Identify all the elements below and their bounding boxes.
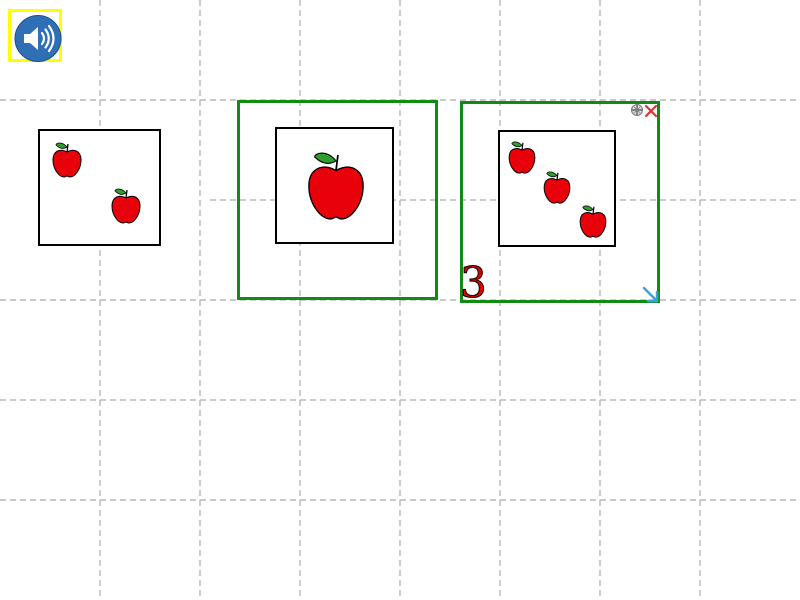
apple-icon — [543, 171, 571, 204]
card-2-selection[interactable] — [237, 100, 438, 300]
resize-arrow-icon[interactable] — [641, 285, 661, 305]
card-1-picture[interactable] — [38, 129, 161, 246]
speaker-icon — [14, 15, 62, 62]
apple-icon — [308, 152, 364, 220]
card-3-picture[interactable] — [498, 130, 616, 247]
apple-icon — [508, 141, 536, 174]
close-icon[interactable] — [643, 103, 659, 119]
apple-icon — [111, 188, 141, 224]
apple-icon — [52, 142, 82, 178]
move-handle-icon[interactable] — [630, 103, 644, 117]
card-3-selection[interactable] — [460, 101, 660, 303]
card-number-label: 3 — [460, 258, 488, 307]
apple-icon — [579, 205, 607, 238]
sound-button[interactable] — [8, 9, 62, 62]
card-2-picture[interactable] — [275, 127, 394, 244]
